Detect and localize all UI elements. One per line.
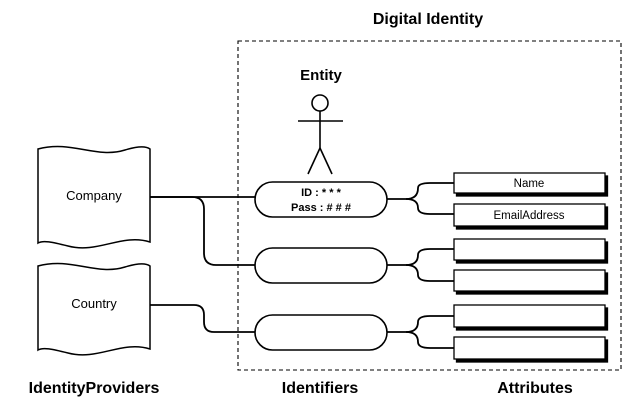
provider-country[interactable]: Country	[37, 262, 151, 356]
identifier-3[interactable]	[254, 314, 388, 351]
identifier-capsule	[254, 247, 388, 284]
attribute-connectors	[387, 182, 454, 349]
identifier-capsule	[254, 314, 388, 351]
attribute-label-email: EmailAddress	[494, 210, 565, 222]
diagram-title: Digital Identity	[373, 11, 483, 28]
identifier-pass-text: Pass : # # #	[291, 202, 351, 214]
identifier-1[interactable]: ID : * * * Pass : # # #	[254, 181, 388, 218]
attribute-box-6[interactable]	[453, 336, 606, 360]
attribute-box-email[interactable]: EmailAddress	[453, 203, 606, 227]
digital-identity-boundary	[237, 40, 622, 371]
document-shape-country	[37, 262, 151, 356]
identifier-2[interactable]	[254, 247, 388, 284]
provider-label-company: Company	[66, 188, 122, 203]
provider-connectors	[150, 196, 255, 333]
attribute-box-3[interactable]	[453, 238, 606, 261]
attribute-box-4[interactable]	[453, 269, 606, 292]
provider-label-country: Country	[71, 296, 117, 311]
entity-actor-icon	[298, 94, 343, 175]
entity-label: Entity	[300, 67, 342, 84]
column-label-attributes: Attributes	[497, 380, 573, 397]
attribute-label-name: Name	[514, 178, 545, 190]
document-shape-company	[37, 145, 151, 249]
column-label-providers: IdentityProviders	[29, 380, 160, 397]
attribute-box-5[interactable]	[453, 304, 606, 328]
identifier-id-text: ID : * * *	[301, 187, 341, 199]
identifier-capsule	[254, 181, 388, 218]
column-label-identifiers: Identifiers	[282, 380, 359, 397]
provider-company[interactable]: Company	[37, 145, 151, 249]
attribute-box-name[interactable]: Name	[453, 172, 606, 194]
